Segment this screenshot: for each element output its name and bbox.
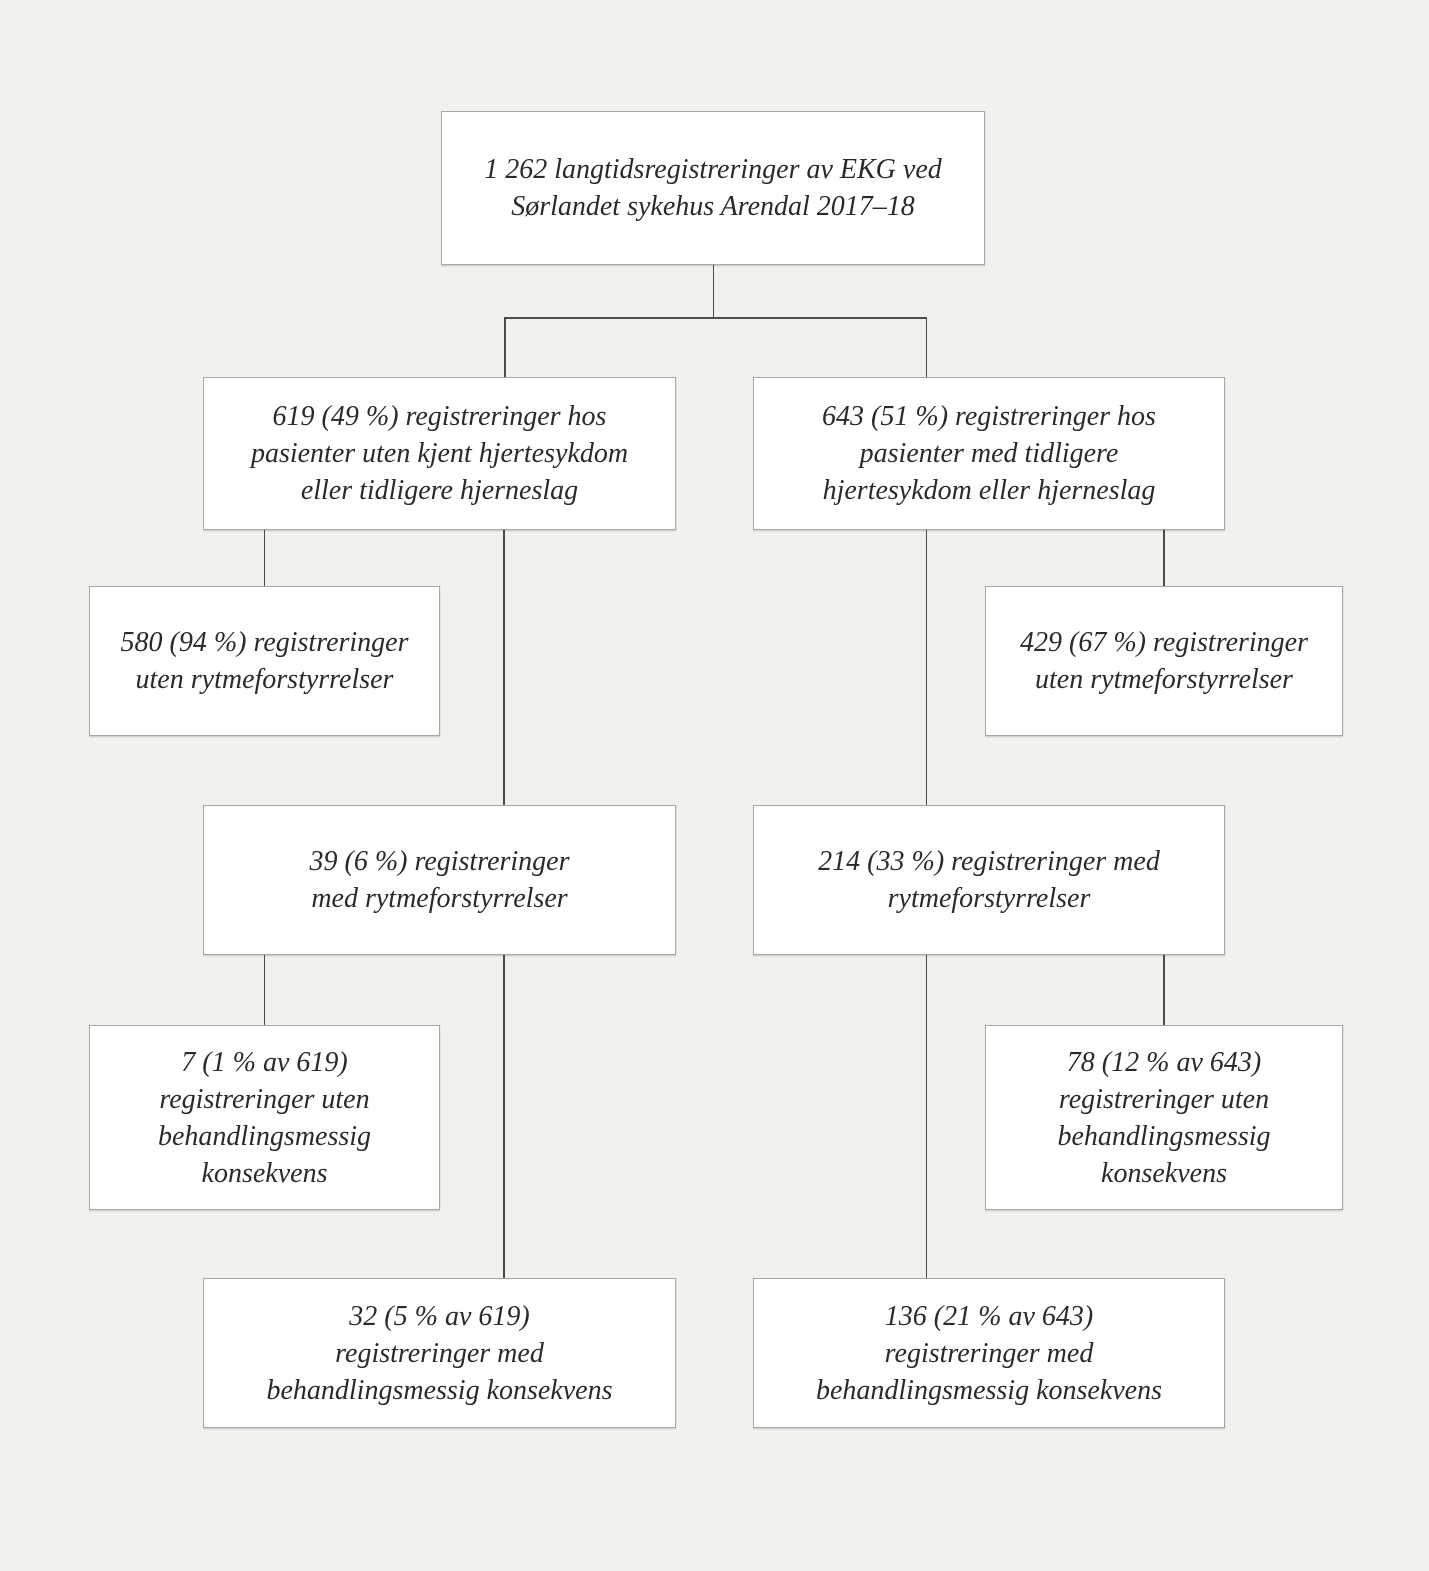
box-text-line: 619 (49 %) registreringer hos xyxy=(272,401,607,432)
connector-right-to-no-consequence xyxy=(1163,955,1165,1025)
connector-right-to-arrhythmia xyxy=(925,530,927,805)
connector-right-to-no-arrhythmia xyxy=(1163,530,1165,586)
box-text-line: pasienter med tidligere xyxy=(859,438,1119,469)
flowchart-box-left-with-treatment-consequence: 32 (5 % av 619) registreringer med behan… xyxy=(203,1278,676,1428)
box-text-line: 643 (51 %) registreringer hos xyxy=(822,401,1156,432)
connector-left-to-arrhythmia xyxy=(503,530,505,805)
box-text-line: eller tidligere hjerneslag xyxy=(300,475,579,506)
box-text-line: uten rytmeforstyrrelser xyxy=(135,664,394,695)
box-text-line: pasienter uten kjent hjertesykdom xyxy=(250,438,629,469)
box-text-line: konsekvens xyxy=(1101,1157,1227,1189)
connector-left-to-no-arrhythmia xyxy=(263,530,266,586)
box-text-line: konsekvens xyxy=(201,1157,328,1189)
box-text-line: registreringer uten xyxy=(159,1083,370,1115)
connector-split-horizontal xyxy=(504,317,927,319)
box-text-line: registreringer med xyxy=(884,1337,1094,1369)
box-text-line: behandlingsmessig konsekvens xyxy=(815,1374,1163,1406)
flowchart-box-left-without-treatment-consequence: 7 (1 % av 619) registreringer uten behan… xyxy=(89,1025,440,1210)
box-text-line: 580 (94 %) registreringer xyxy=(120,627,409,658)
box-text-line: 1 262 langtidsregistreringer av EKG ved xyxy=(484,154,942,185)
box-text-line: registreringer uten xyxy=(1058,1083,1270,1115)
box-text-line: 7 (1 % av 619) xyxy=(181,1046,348,1078)
box-text-line: 39 (6 %) registreringer xyxy=(309,846,570,877)
flowchart-box-right-group-prior-disease: 643 (51 %) registreringer hos pasienter … xyxy=(753,377,1225,530)
connector-left-branch-drop xyxy=(504,317,506,377)
box-text-line: 32 (5 % av 619) xyxy=(349,1300,530,1332)
box-text-line: behandlingsmessig konsekvens xyxy=(266,1374,613,1406)
connector-root-vertical xyxy=(712,265,714,318)
box-text-line: behandlingsmessig xyxy=(1057,1120,1271,1152)
flowchart-box-total-registrations: 1 262 langtidsregistreringer av EKG ved … xyxy=(441,111,985,265)
connector-right-branch-drop xyxy=(925,317,927,377)
connector-left-to-no-consequence xyxy=(263,955,266,1025)
box-text-line: 78 (12 % av 643) xyxy=(1066,1046,1262,1078)
connector-left-to-consequence xyxy=(503,955,505,1278)
box-text-line: 429 (67 %) registreringer xyxy=(1020,627,1308,658)
flowchart-box-right-without-treatment-consequence: 78 (12 % av 643) registreringer uten beh… xyxy=(985,1025,1343,1210)
box-text-line: hjertesykdom eller hjerneslag xyxy=(822,475,1156,506)
box-text-line: Sørlandet sykehus Arendal 2017–18 xyxy=(511,191,915,222)
flowchart-box-left-with-arrhythmia: 39 (6 %) registreringer med rytmeforstyr… xyxy=(203,805,676,955)
connector-right-to-consequence xyxy=(925,955,927,1278)
flowchart-box-right-with-treatment-consequence: 136 (21 % av 643) registreringer med beh… xyxy=(753,1278,1225,1428)
box-text-line: uten rytmeforstyrrelser xyxy=(1035,664,1293,695)
box-text-line: registreringer med xyxy=(335,1337,544,1369)
flowchart-box-right-without-arrhythmia: 429 (67 %) registreringer uten rytmefors… xyxy=(985,586,1343,736)
box-text-line: 136 (21 % av 643) xyxy=(884,1300,1094,1332)
box-text-line: 214 (33 %) registreringer med xyxy=(818,846,1160,877)
box-text-line: med rytmeforstyrrelser xyxy=(311,883,568,914)
box-text-line: behandlingsmessig xyxy=(157,1120,372,1152)
flowchart-box-right-with-arrhythmia: 214 (33 %) registreringer med rytmeforst… xyxy=(753,805,1225,955)
flowchart-box-left-group-no-known-disease: 619 (49 %) registreringer hos pasienter … xyxy=(203,377,676,530)
box-text-line: rytmeforstyrrelser xyxy=(887,883,1091,914)
flowchart-box-left-without-arrhythmia: 580 (94 %) registreringer uten rytmefors… xyxy=(89,586,440,736)
